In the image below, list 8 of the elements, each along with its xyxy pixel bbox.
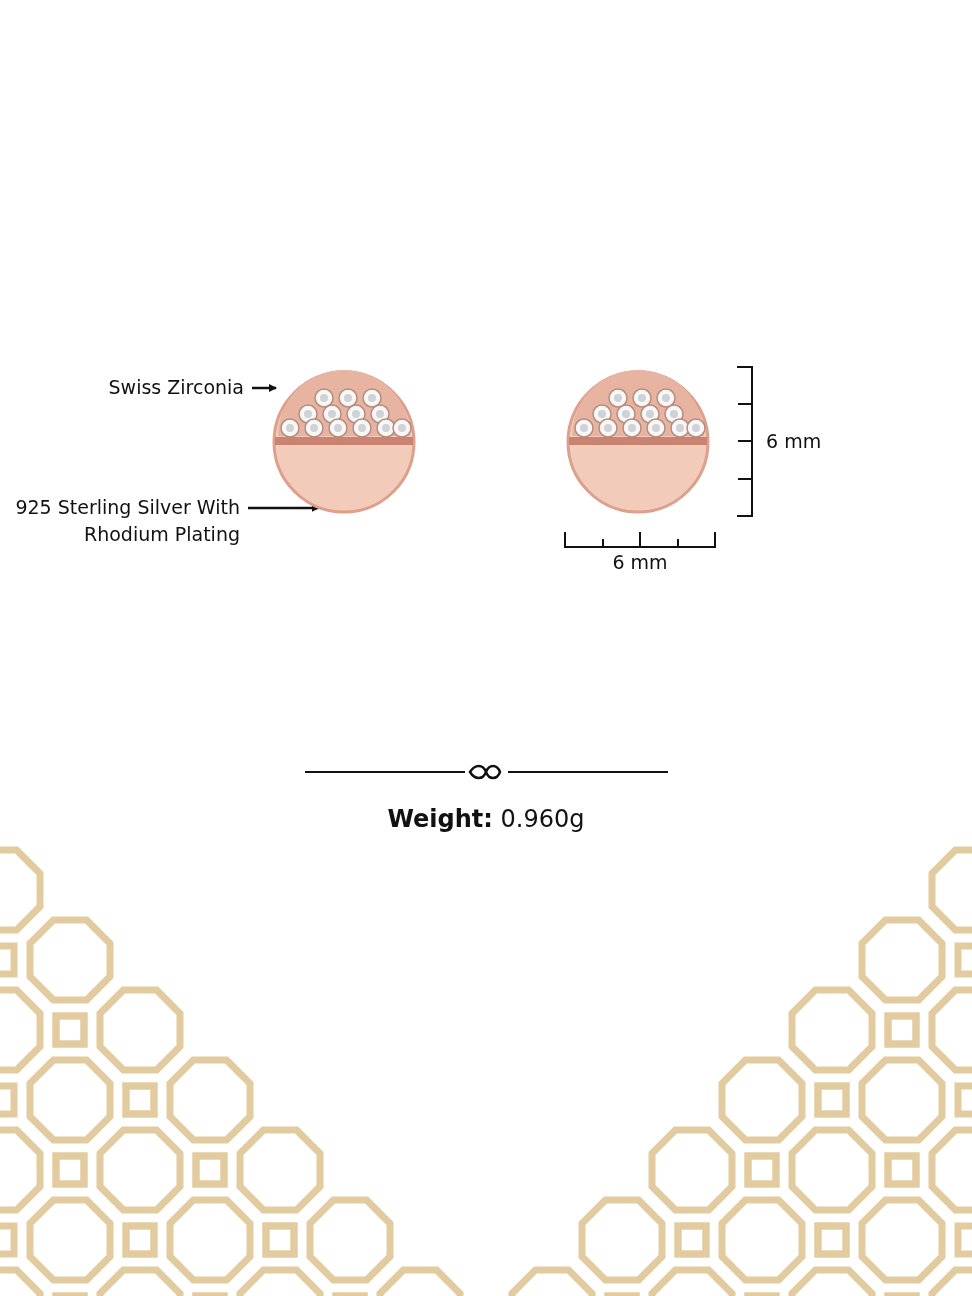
leader-line <box>248 504 320 512</box>
weight-text: Weight: 0.960g <box>386 804 586 835</box>
leader-line <box>252 384 277 392</box>
dimension-label: 6 mm <box>611 550 669 575</box>
stone-pave-picture <box>278 370 412 438</box>
dimension-label: 6 mm <box>766 429 823 454</box>
part-label: 925 Sterling Silver With Rhodium Plating <box>10 494 240 548</box>
part-label: Swiss Zirconia <box>60 374 244 401</box>
